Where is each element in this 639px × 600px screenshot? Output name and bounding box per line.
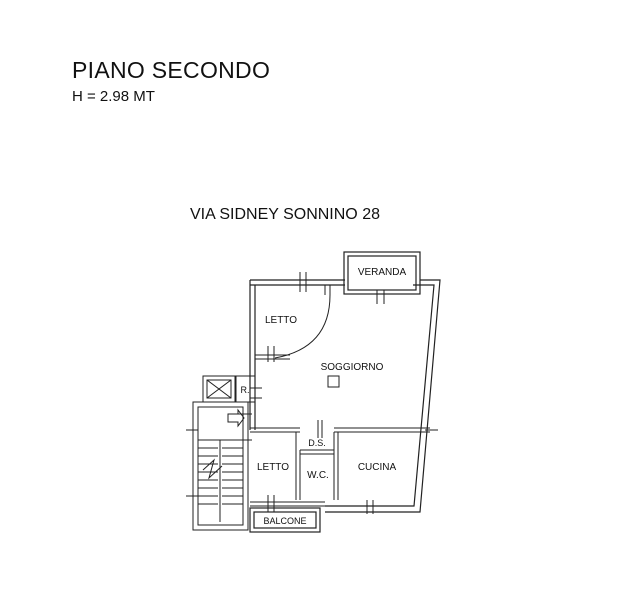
label-disimpegno: D.S. (308, 438, 326, 448)
label-veranda: VERANDA (358, 267, 407, 278)
stairwell (192, 401, 249, 531)
label-ripostiglio: R. (241, 385, 250, 395)
entrance-door-symbol (227, 408, 245, 428)
opening-ticks (186, 272, 438, 514)
column-marker (327, 375, 340, 388)
label-soggiorno: SOGGIORNO (321, 362, 384, 373)
interior-walls-bottom (247, 427, 430, 530)
elevator-shaft (202, 375, 236, 403)
veranda-box (343, 251, 421, 295)
floor-title: PIANO SECONDO (72, 57, 271, 83)
ceiling-height-note: H = 2.98 MT (72, 88, 155, 105)
label-wc: W.C. (307, 470, 329, 481)
label-letto-top: LETTO (265, 315, 297, 326)
label-balcone: BALCONE (263, 516, 306, 526)
label-cucina: CUCINA (358, 462, 397, 473)
label-letto-bottom: LETTO (257, 462, 289, 473)
letto-top-walls (255, 285, 331, 360)
street-address: VIA SIDNEY SONNINO 28 (190, 206, 380, 223)
balcony-box (249, 507, 321, 533)
